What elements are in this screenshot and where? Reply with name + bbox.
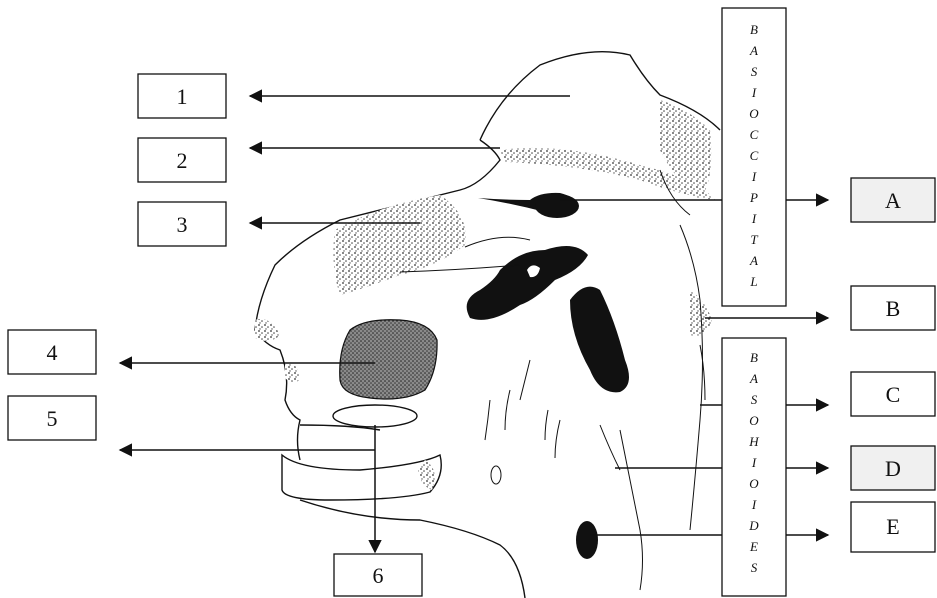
label-2: 2 bbox=[177, 148, 188, 173]
label-1: 1 bbox=[177, 84, 188, 109]
basohioides-letter-4: H bbox=[748, 434, 759, 449]
basohioides-letter-9: E bbox=[749, 539, 758, 554]
black-shapes bbox=[467, 193, 629, 559]
basioccipital-letter-7: I bbox=[751, 169, 757, 184]
basioccipital-letter-3: I bbox=[751, 85, 757, 100]
label-b: B bbox=[886, 296, 901, 321]
basioccipital-letter-11: A bbox=[749, 253, 758, 268]
basohioides-letter-7: I bbox=[751, 497, 757, 512]
label-3: 3 bbox=[177, 212, 188, 237]
basioccipital-letter-12: L bbox=[749, 274, 757, 289]
label-d: D bbox=[885, 456, 901, 481]
label-6: 6 bbox=[373, 563, 384, 588]
basohioides-letter-2: S bbox=[751, 392, 758, 407]
basioccipital-letter-0: B bbox=[750, 22, 758, 37]
head-outline bbox=[255, 52, 720, 598]
label-e: E bbox=[886, 514, 899, 539]
basioccipital-letter-2: S bbox=[751, 64, 758, 79]
basohioides-letter-0: B bbox=[750, 350, 758, 365]
basohioides-letter-10: S bbox=[751, 560, 758, 575]
basioccipital-letter-1: A bbox=[749, 43, 758, 58]
basohioides-letter-6: O bbox=[749, 476, 759, 491]
stippled-mass bbox=[340, 320, 437, 399]
basioccipital-letter-9: I bbox=[751, 211, 757, 226]
basohioides-letter-1: A bbox=[749, 371, 758, 386]
basioccipital-letter-8: P bbox=[749, 190, 758, 205]
basioccipital-letter-10: T bbox=[750, 232, 758, 247]
basohioides-letter-5: I bbox=[751, 455, 757, 470]
basohioides-letter-3: O bbox=[749, 413, 759, 428]
label-4: 4 bbox=[47, 340, 58, 365]
label-a: A bbox=[885, 188, 901, 213]
oval-structure bbox=[333, 405, 417, 427]
label-c: C bbox=[886, 382, 901, 407]
basohioides-letter-8: D bbox=[748, 518, 759, 533]
basioccipital-letter-5: C bbox=[750, 127, 759, 142]
basioccipital-letter-6: C bbox=[750, 148, 759, 163]
basioccipital-letter-4: O bbox=[749, 106, 759, 121]
right-label-boxes: A B C D E bbox=[851, 178, 935, 552]
label-5: 5 bbox=[47, 406, 58, 431]
